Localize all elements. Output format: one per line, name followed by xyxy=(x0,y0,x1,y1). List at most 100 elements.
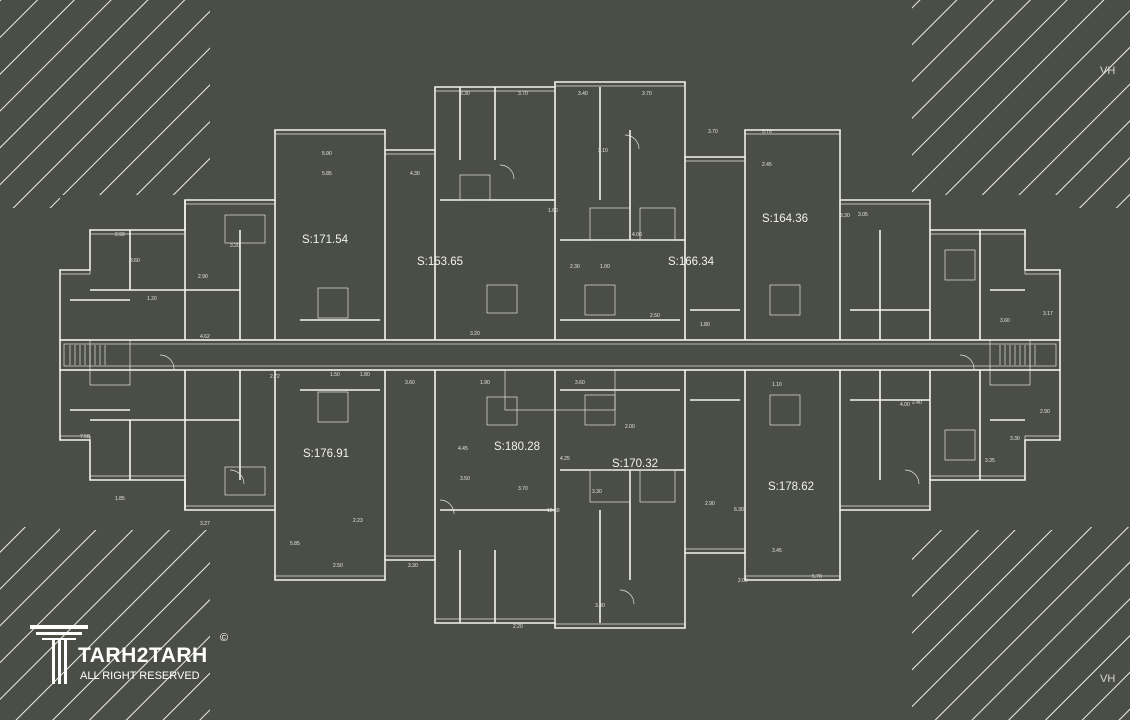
room-area-label: S:176.91 xyxy=(303,448,349,460)
dimension-label: 3.05 xyxy=(858,212,868,218)
dimension-label: 4.00 xyxy=(632,232,642,238)
dimension-label: 3.20 xyxy=(230,243,240,249)
dimension-label: 3.20 xyxy=(470,331,480,337)
dimension-label: 2.00 xyxy=(625,424,635,430)
door-swing xyxy=(904,469,920,485)
fixture-outline xyxy=(486,284,518,314)
room-area-label: S:166.34 xyxy=(668,256,715,268)
dimension-label: 3.30 xyxy=(592,489,602,495)
door-swing xyxy=(439,499,455,515)
dimension-label: 2.72 xyxy=(270,374,280,380)
fixture-outline xyxy=(584,284,616,316)
corridor-inner xyxy=(63,343,1057,367)
dimension-label: 2.00 xyxy=(738,578,748,584)
room-area-label: S:170.32 xyxy=(612,458,658,470)
hatch-top-left xyxy=(0,0,210,208)
dimension-label: 1.20 xyxy=(147,296,157,302)
fixture-outline xyxy=(224,466,266,496)
fixture-outline xyxy=(944,429,976,461)
dimension-label: 3.70 xyxy=(708,129,718,135)
dimension-label: 2.90 xyxy=(198,274,208,280)
dimension-label: 5.70 xyxy=(812,574,822,580)
fixture-outline xyxy=(317,287,349,319)
dimension-label: 3.35 xyxy=(985,458,995,464)
dimension-label: 3.70 xyxy=(518,91,528,97)
room-area-label: S:171.54 xyxy=(302,234,349,246)
dimension-label: 3.17 xyxy=(1043,311,1053,317)
room-area-label: S:178.62 xyxy=(768,481,814,493)
door-swing xyxy=(499,164,515,180)
logo-brand: TARH2TARH xyxy=(78,644,208,667)
dimension-label: 1.10 xyxy=(772,382,782,388)
room-area-label: S:180.28 xyxy=(494,441,540,453)
dimension-label: 5.85 xyxy=(322,171,332,177)
dimension-label: 3.60 xyxy=(130,258,140,264)
dimension-label: 2.50 xyxy=(333,563,343,569)
dimension-label: 3.60 xyxy=(575,380,585,386)
hatch-bottom-left xyxy=(0,527,210,720)
room-area-label: S:153.65 xyxy=(417,256,463,268)
dimension-label: 2.92 xyxy=(115,232,125,238)
copyright-symbol: © xyxy=(220,632,229,644)
dimension-labels: 5.90 5.85 4.30 3.30 3.70 3.40 3.70 3.70 5.70 2.45… xyxy=(80,91,1053,630)
dimension-label: 2.20 xyxy=(513,624,523,630)
dimension-label: 5.90 xyxy=(322,151,332,157)
fixture-outline xyxy=(589,469,631,503)
dimension-label: 2.90 xyxy=(705,501,715,507)
fixture-outline xyxy=(769,284,801,316)
fixture-outline xyxy=(639,469,676,503)
fixture-outline xyxy=(639,207,676,241)
pillar-logo-icon xyxy=(30,625,88,684)
dimension-label: 1.00 xyxy=(600,264,610,270)
dimension-label: 3.40 xyxy=(578,91,588,97)
dimension-label: 3.27 xyxy=(200,521,210,527)
dimension-label: 1.85 xyxy=(115,496,125,502)
dimension-label: 3.70 xyxy=(642,91,652,97)
hatch-bottom-right xyxy=(912,527,1130,720)
dimension-label: 12.60 xyxy=(547,508,560,514)
door-swing xyxy=(624,134,640,150)
dimension-label: 2.30 xyxy=(570,264,580,270)
fixture-outline xyxy=(769,394,801,426)
dimension-label: 3.10 xyxy=(598,148,608,154)
fixture-outline xyxy=(486,396,518,426)
dimension-label: 1.60 xyxy=(548,208,558,214)
dimension-label: 5.85 xyxy=(290,541,300,547)
dimension-label: 2.50 xyxy=(650,313,660,319)
logo: TARH2TARH © ALL RIGHT RESERVED xyxy=(30,622,228,689)
door-swing xyxy=(229,469,245,485)
dimension-label: 2.45 xyxy=(762,162,772,168)
dimension-label: 7.58 xyxy=(80,434,90,440)
logo-tagline: ALL RIGHT RESERVED xyxy=(80,670,200,682)
dimension-label: 3.50 xyxy=(460,476,470,482)
door-swing xyxy=(959,354,975,370)
dimension-label: 3.30 xyxy=(1010,436,1020,442)
dimension-label: 4.25 xyxy=(560,456,570,462)
dimension-label: 4.45 xyxy=(458,446,468,452)
dimension-label: 2.40 xyxy=(912,400,922,406)
hatch-top-right xyxy=(912,0,1130,208)
fixture-outline xyxy=(459,174,491,201)
fixture-outline xyxy=(589,207,631,241)
fixture-outline xyxy=(944,249,976,281)
dimension-label: 3.40 xyxy=(595,603,605,609)
dimension-label: 5.70 xyxy=(762,129,772,135)
dimension-label: 3.30 xyxy=(840,213,850,219)
door-swing xyxy=(159,354,175,370)
dimension-label: 3.70 xyxy=(518,486,528,492)
dimension-label: 1.50 xyxy=(330,372,340,378)
dimension-label: 3.45 xyxy=(772,548,782,554)
dimension-label: 1.80 xyxy=(700,322,710,328)
dimension-label: 3.30 xyxy=(408,563,418,569)
dimension-label: 2.23 xyxy=(353,518,363,524)
dimension-label: 1.90 xyxy=(480,380,490,386)
dimension-label: 3.30 xyxy=(460,91,470,97)
fixture-outline xyxy=(504,369,616,411)
dimension-label: 4.00 xyxy=(900,402,910,408)
dimension-label: 4.62 xyxy=(200,334,210,340)
dimension-label: 4.30 xyxy=(410,171,420,177)
dimension-label: 3.60 xyxy=(405,380,415,386)
